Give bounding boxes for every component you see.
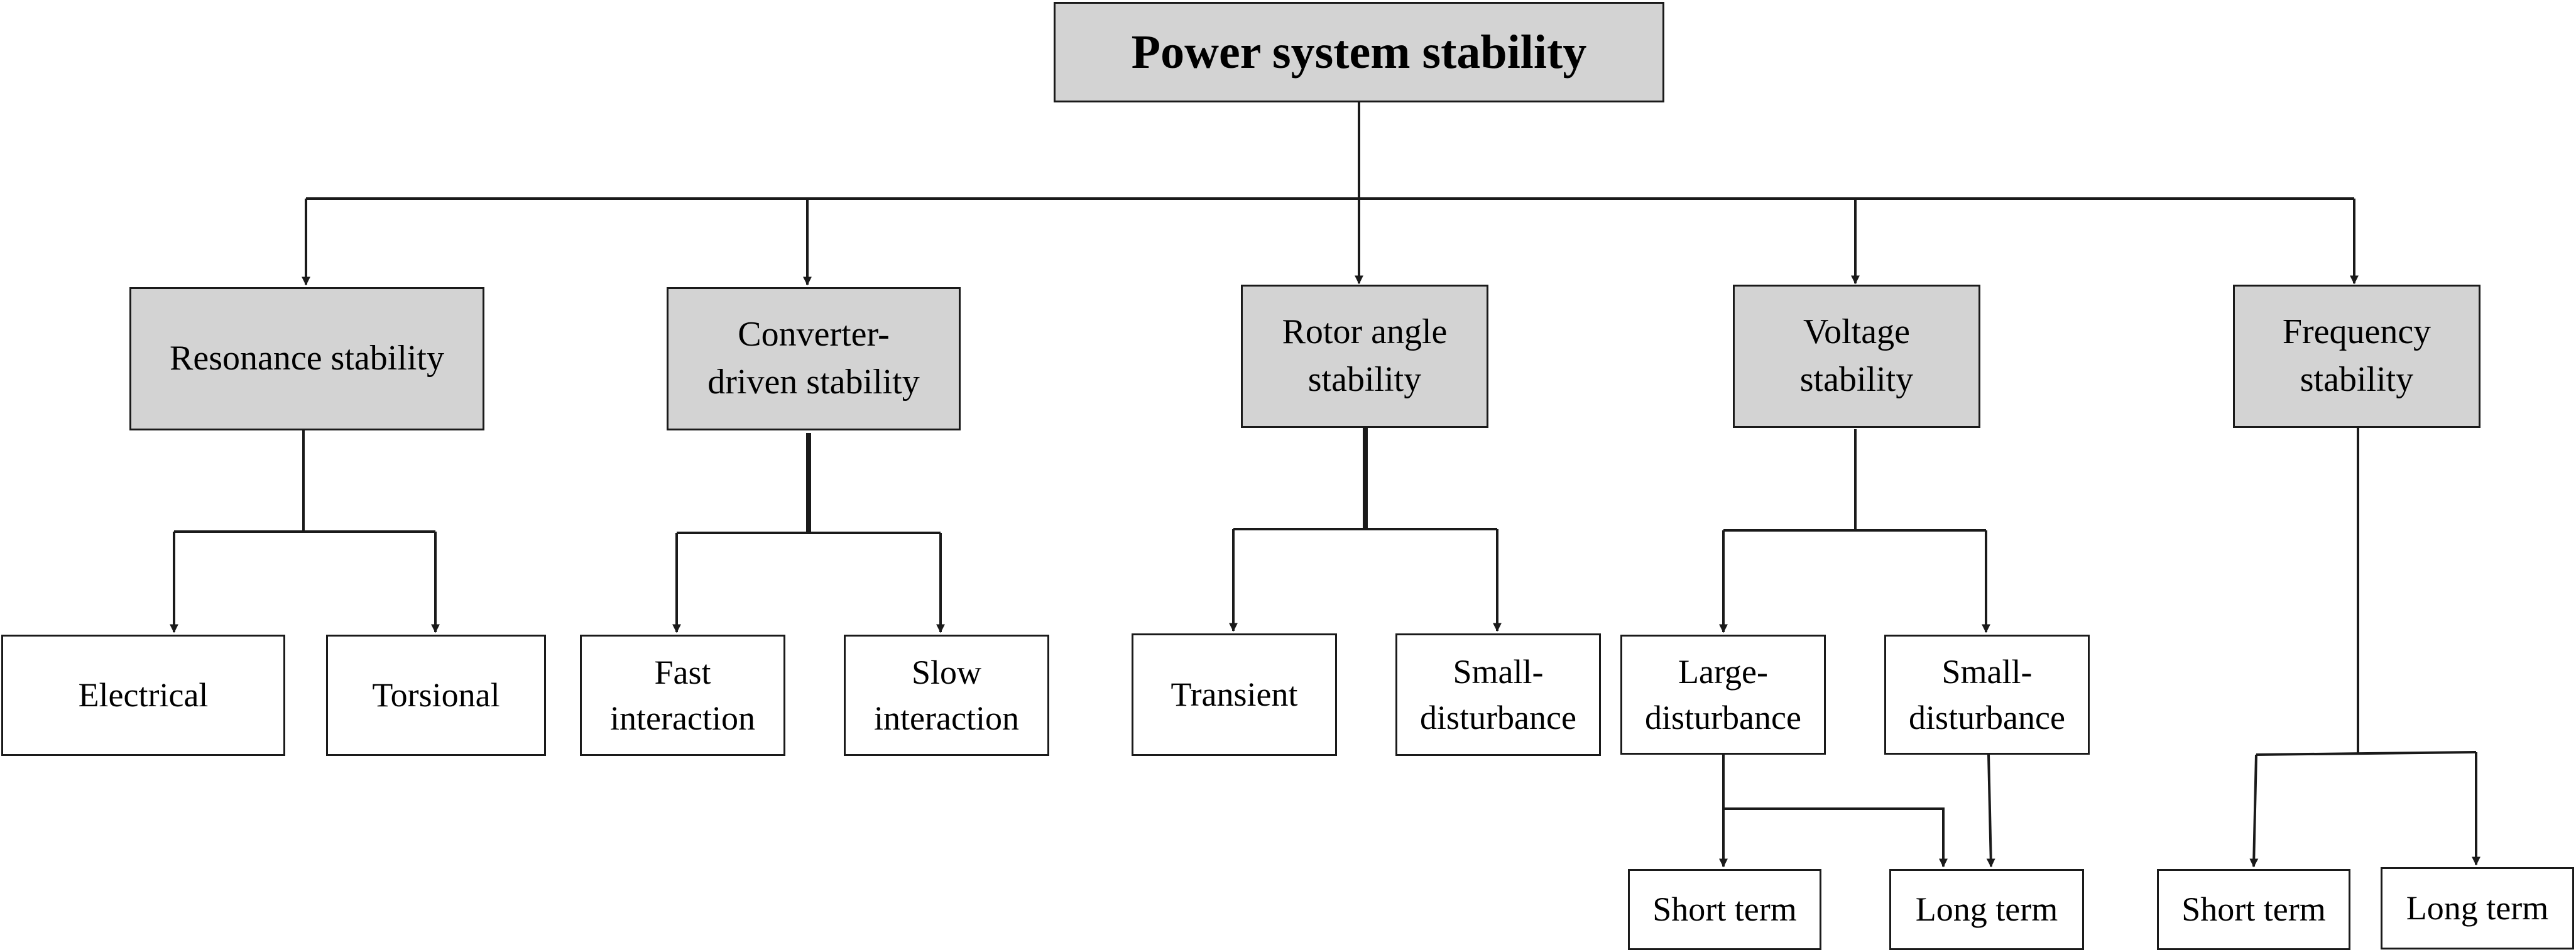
resonance-stability-label: Resonance stability — [169, 339, 444, 378]
electrical-node: Electrical — [1, 635, 285, 756]
transient-node: Transient — [1132, 633, 1337, 756]
rotor-small-disturbance-label: Small- disturbance — [1420, 652, 1576, 736]
slow-interaction-node: Slow interaction — [844, 635, 1049, 756]
voltage-short-term-node: Short term — [1628, 869, 1821, 950]
fast-interaction-node: Fast interaction — [580, 635, 785, 756]
torsional-label: Torsional — [372, 676, 500, 714]
rotor-angle-stability-node: Rotor angle stability — [1241, 285, 1488, 428]
resonance-stem — [174, 430, 435, 533]
rotor-small-disturbance-node: Small- disturbance — [1395, 633, 1601, 756]
torsional-node: Torsional — [326, 635, 546, 756]
fast-interaction-label: Fast interaction — [610, 653, 755, 737]
converter-driven-stability-label: Converter- driven stability — [707, 315, 920, 402]
voltage-small-disturbance-node: Small- disturbance — [1884, 635, 2090, 755]
voltage-short-term-label: Short term — [1652, 890, 1797, 929]
arrow-to-frequency-short-term — [2249, 754, 2259, 868]
arrow-small-to-long-term — [1986, 754, 1995, 868]
voltage-stability-label: Voltage stability — [1799, 312, 1914, 399]
large-disturbance-label: Large- disturbance — [1645, 652, 1801, 736]
voltage-long-term-node: Long term — [1889, 869, 2084, 950]
resonance-stability-node: Resonance stability — [129, 287, 484, 430]
large-disturbance-node: Large- disturbance — [1620, 635, 1826, 755]
frequency-short-term-node: Short term — [2157, 869, 2350, 950]
arrow-large-to-long-term — [1723, 807, 1948, 868]
slow-interaction-label: Slow interaction — [874, 653, 1019, 737]
voltage-small-disturbance-label: Small- disturbance — [1909, 652, 2065, 736]
electrical-label: Electrical — [78, 676, 209, 714]
frequency-stability-label: Frequency stability — [2282, 312, 2431, 399]
voltage-stability-node: Voltage stability — [1733, 285, 1980, 428]
frequency-short-term-label: Short term — [2181, 890, 2326, 929]
frequency-stem — [2256, 428, 2477, 756]
transient-label: Transient — [1171, 676, 1298, 714]
root-node: Power system stability — [1054, 2, 1664, 102]
frequency-long-term-node: Long term — [2381, 867, 2574, 949]
voltage-long-term-label: Long term — [1915, 890, 2058, 929]
voltage-stem — [1723, 429, 1986, 532]
frequency-long-term-label: Long term — [2406, 889, 2549, 927]
frequency-stability-node: Frequency stability — [2233, 285, 2480, 428]
root-node-label: Power system stability — [1131, 25, 1587, 79]
rotor-angle-stability-label: Rotor angle stability — [1282, 312, 1448, 399]
converter-driven-stability-node: Converter- driven stability — [667, 287, 961, 430]
